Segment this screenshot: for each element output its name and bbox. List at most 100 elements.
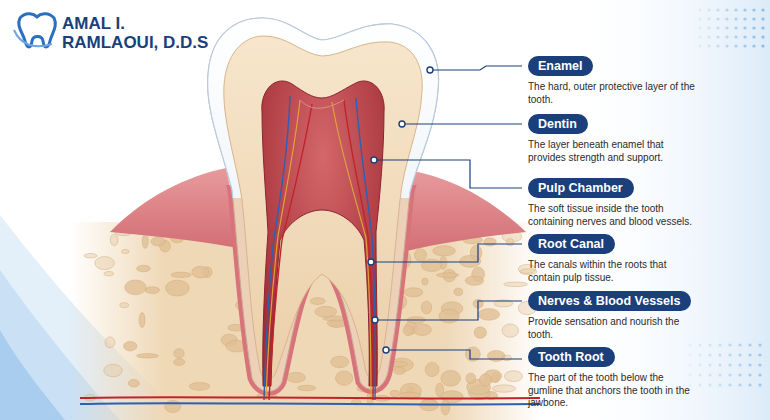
- bone-pore: [189, 382, 210, 390]
- logo-icon: [14, 30, 52, 46]
- background-dot: [725, 26, 728, 29]
- background-dot: [743, 8, 746, 11]
- background-dot: [698, 17, 701, 20]
- background-dot: [707, 17, 710, 20]
- background-dot: [743, 44, 746, 47]
- leader-line: [375, 301, 522, 320]
- callout-heading: Pulp Chamber: [528, 178, 634, 198]
- background-dot: [743, 17, 746, 20]
- bone-pore: [124, 341, 137, 350]
- background-dot: [688, 373, 691, 376]
- background-dot: [748, 353, 751, 356]
- bone-pore: [335, 371, 352, 385]
- background-dot: [707, 35, 710, 38]
- bone-pore: [84, 254, 97, 258]
- leader-dot: [383, 347, 389, 353]
- bone-pore: [142, 234, 148, 248]
- bone-pore: [425, 362, 439, 376]
- background-dot: [748, 343, 751, 346]
- background-dot: [743, 26, 746, 29]
- leader-line: [430, 66, 522, 70]
- background-dot: [738, 353, 741, 356]
- background-dot: [688, 343, 691, 346]
- bone-pore: [415, 249, 427, 262]
- background-dot: [708, 383, 711, 386]
- background-dot: [761, 17, 764, 20]
- bone-pore: [110, 234, 118, 246]
- callout-description: The soft tissue inside the tooth contain…: [528, 203, 696, 228]
- bone-pore: [297, 385, 315, 390]
- blood-vessel: [269, 104, 312, 400]
- callout-heading: Nerves & Blood Vessels: [528, 291, 691, 311]
- background-dot: [752, 26, 755, 29]
- bone-pore: [466, 373, 476, 384]
- blood-vessel: [80, 403, 540, 404]
- background-dot: [718, 373, 721, 376]
- background-dot: [758, 343, 761, 346]
- background-dot: [707, 44, 710, 47]
- bone-pore: [433, 246, 456, 256]
- bone-pore: [165, 400, 181, 412]
- background-dot: [718, 353, 721, 356]
- callout-heading: Dentin: [528, 114, 588, 134]
- bone-pore: [166, 280, 190, 296]
- bone-pore: [505, 371, 523, 382]
- background-dot: [758, 353, 761, 356]
- leader-dot: [372, 317, 378, 323]
- background-dots: [688, 8, 764, 386]
- bone-pore: [492, 385, 515, 392]
- blood-vessel: [356, 98, 375, 400]
- background-dot: [748, 363, 751, 366]
- background-dot: [734, 8, 737, 11]
- callout-box: DentinThe layer beneath enamel that prov…: [528, 114, 696, 164]
- callout-heading: Root Canal: [528, 234, 615, 254]
- background-dot: [738, 363, 741, 366]
- bone-pore: [404, 288, 423, 297]
- background-dot: [698, 353, 701, 356]
- blood-vessel: [344, 100, 373, 400]
- bone-pore: [125, 280, 146, 295]
- leader-dot: [399, 121, 405, 127]
- bone-pore: [479, 374, 491, 386]
- bone-pore: [192, 266, 209, 278]
- blood-vessel: [300, 100, 344, 108]
- background-dot: [738, 343, 741, 346]
- callout-description: The part of the tooth below the gumline …: [528, 372, 696, 410]
- background-dot: [707, 8, 710, 11]
- leader-line: [386, 350, 522, 359]
- bone-pore: [465, 276, 483, 285]
- background-dot: [761, 26, 764, 29]
- bone-pore: [390, 390, 399, 397]
- background-dot: [728, 353, 731, 356]
- background-dot: [698, 343, 701, 346]
- bone-pore: [139, 313, 145, 328]
- bone-pore: [310, 298, 325, 305]
- background-dot: [752, 17, 755, 20]
- bone-pore: [136, 354, 158, 358]
- callout-description: The hard, outer protective layer of the …: [528, 81, 696, 106]
- background-dot: [725, 35, 728, 38]
- bone-pore: [403, 325, 413, 335]
- bone-pore: [137, 265, 151, 271]
- bone-pore: [128, 379, 139, 387]
- periodontal-ligament: [208, 185, 439, 391]
- callout-description: The canals within the roots that contain…: [528, 259, 696, 284]
- background-dot: [716, 26, 719, 29]
- background-dot: [728, 373, 731, 376]
- bone-pore: [487, 350, 505, 361]
- background-dot: [688, 363, 691, 366]
- bone-pore: [400, 383, 421, 399]
- bone-pore: [422, 278, 428, 285]
- callout-heading: Tooth Root: [528, 347, 615, 367]
- background-dot: [708, 343, 711, 346]
- bone-pore: [502, 355, 511, 360]
- gum: [110, 168, 238, 248]
- background-dot: [698, 373, 701, 376]
- background-dot: [758, 363, 761, 366]
- bone-pore: [506, 239, 513, 246]
- background-dot: [728, 383, 731, 386]
- leader-line: [374, 160, 522, 188]
- callout-box: Root CanalThe canals within the roots th…: [528, 234, 696, 284]
- background-dot: [725, 8, 728, 11]
- bone-pore: [439, 309, 459, 323]
